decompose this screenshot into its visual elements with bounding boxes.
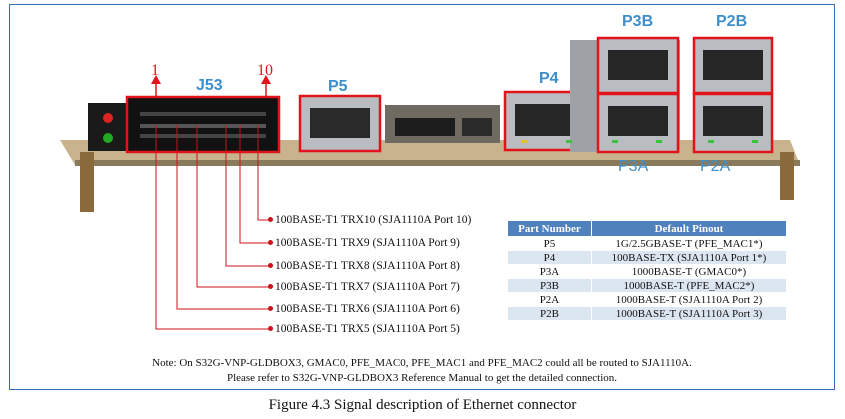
bullet-dot-icon xyxy=(268,305,273,311)
table-header-row: Part Number Default Pinout xyxy=(507,220,788,237)
p5-label: P5 xyxy=(328,78,348,95)
table-header-pinout: Default Pinout xyxy=(590,220,788,237)
trx7-line: 100BASE-T1 TRX7 (SJA1110A Port 7) xyxy=(268,281,460,294)
bullet-dot-icon xyxy=(268,262,273,268)
table-row: P2B 1000BASE-T (SJA1110A Port 3) xyxy=(507,306,788,321)
bullet-dot-icon xyxy=(268,283,273,289)
p3b-port-opening xyxy=(608,50,668,80)
table-header-part: Part Number xyxy=(507,220,592,237)
p2a-highlight xyxy=(692,92,774,154)
table-cell: P5 xyxy=(507,236,592,251)
chip-small xyxy=(462,118,492,136)
standoff-right xyxy=(780,152,794,200)
note-line-1: Note: On S32G-VNP-GLDBOX3, GMAC0, PFE_MA… xyxy=(152,357,692,369)
figure-caption: Figure 4.3 Signal description of Etherne… xyxy=(268,397,577,413)
p5-port-opening xyxy=(310,108,370,138)
p5-highlight xyxy=(298,94,382,153)
p3a-label: P3A xyxy=(618,158,649,175)
figure-frame xyxy=(9,4,835,390)
note-line-2: Please refer to S32G-VNP-GLDBOX3 Referen… xyxy=(226,372,618,384)
table-cell: 1000BASE-T (PFE_MAC2*) xyxy=(590,278,788,293)
trx8-line: 100BASE-T1 TRX8 (SJA1110A Port 8) xyxy=(268,260,460,273)
p3a-port-opening xyxy=(608,106,668,136)
table-row: P2A 1000BASE-T (SJA1110A Port 2) xyxy=(507,292,788,307)
pinout-table: Part Number Default Pinout P5 1G/2.5GBAS… xyxy=(507,220,788,321)
j53-highlight xyxy=(125,95,281,154)
pcb-edge xyxy=(75,160,800,166)
table-cell: P2B xyxy=(507,306,592,321)
red-led xyxy=(103,113,113,123)
trx9-line: 100BASE-T1 TRX9 (SJA1110A Port 9) xyxy=(268,237,460,250)
trx6-line: 100BASE-T1 TRX6 (SJA1110A Port 6) xyxy=(268,303,460,316)
pin10-label: 10 xyxy=(257,62,273,79)
table-cell: 1000BASE-T (SJA1110A Port 3) xyxy=(590,306,788,321)
table-row: P3A 1000BASE-T (GMAC0*) xyxy=(507,264,788,279)
table-cell: 1000BASE-T (GMAC0*) xyxy=(590,264,788,279)
power-block xyxy=(88,103,128,151)
table-cell: P3A xyxy=(507,264,592,279)
bullet-dot-icon xyxy=(268,216,273,222)
table-cell: 1G/2.5GBASE-T (PFE_MAC1*) xyxy=(590,236,788,251)
table-row: P5 1G/2.5GBASE-T (PFE_MAC1*) xyxy=(507,236,788,251)
p2a-label: P2A xyxy=(700,158,731,175)
connector-leds xyxy=(521,140,758,143)
j53-label: J53 xyxy=(196,77,223,94)
table-cell: P4 xyxy=(507,250,592,265)
chip xyxy=(395,118,455,136)
trx10-line: 100BASE-T1 TRX10 (SJA1110A Port 10) xyxy=(268,214,471,227)
p4-port-opening xyxy=(515,104,575,136)
p2a-port-opening xyxy=(703,106,763,136)
trx5-line: 100BASE-T1 TRX5 (SJA1110A Port 5) xyxy=(268,323,460,336)
table-row: P4 100BASE-TX (SJA1110A Port 1*) xyxy=(507,250,788,265)
pin1-label: 1 xyxy=(151,62,159,79)
table-cell: 100BASE-TX (SJA1110A Port 1*) xyxy=(590,250,788,265)
p2b-port-opening xyxy=(703,50,763,80)
standoff-left xyxy=(80,152,94,212)
pin10-arrow-head xyxy=(261,75,271,84)
bullet-dot-icon xyxy=(268,325,273,331)
table-cell: 1000BASE-T (SJA1110A Port 2) xyxy=(590,292,788,307)
bullet-dot-icon xyxy=(268,239,273,245)
p3b-label: P3B xyxy=(622,13,654,30)
p2b-label: P2B xyxy=(716,13,748,30)
trx-leader-lines xyxy=(155,125,270,330)
green-led xyxy=(103,133,113,143)
j53-pins xyxy=(140,112,266,138)
table-cell: P2A xyxy=(507,292,592,307)
p4-label: P4 xyxy=(539,70,559,87)
table-cell: P3B xyxy=(507,278,592,293)
pin1-arrow-head xyxy=(151,75,161,84)
table-row: P3B 1000BASE-T (PFE_MAC2*) xyxy=(507,278,788,293)
p3a-highlight xyxy=(596,92,680,154)
